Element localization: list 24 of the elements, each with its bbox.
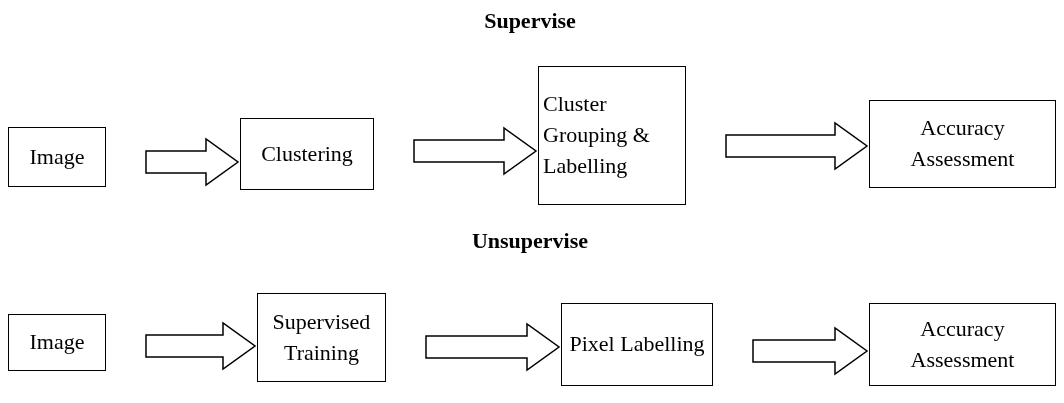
box-label: Cluster Grouping & Labelling xyxy=(543,90,651,180)
process-box xyxy=(257,293,386,382)
block-arrow xyxy=(413,126,538,176)
box-label: Clustering xyxy=(261,139,353,168)
section-heading: Supervise xyxy=(484,8,576,34)
process-box xyxy=(240,118,374,190)
box-label: Pixel Labelling xyxy=(569,330,705,359)
box-label: Image xyxy=(29,142,85,171)
section-heading: Unsupervise xyxy=(471,228,589,254)
box-label: Supervised Training xyxy=(271,307,372,367)
box-label: Accuracy Assessment xyxy=(909,114,1016,173)
block-arrow xyxy=(725,121,869,171)
box-label: Image xyxy=(29,328,85,357)
process-box xyxy=(538,66,686,205)
process-box xyxy=(869,100,1056,188)
block-arrow xyxy=(752,326,869,376)
block-arrow xyxy=(145,321,257,371)
process-box xyxy=(8,314,106,371)
block-arrow xyxy=(145,137,240,187)
block-arrow xyxy=(425,322,561,372)
process-box xyxy=(8,127,106,187)
box-label: Accuracy Assessment xyxy=(909,314,1016,374)
process-box xyxy=(561,303,713,386)
process-box xyxy=(869,303,1056,386)
